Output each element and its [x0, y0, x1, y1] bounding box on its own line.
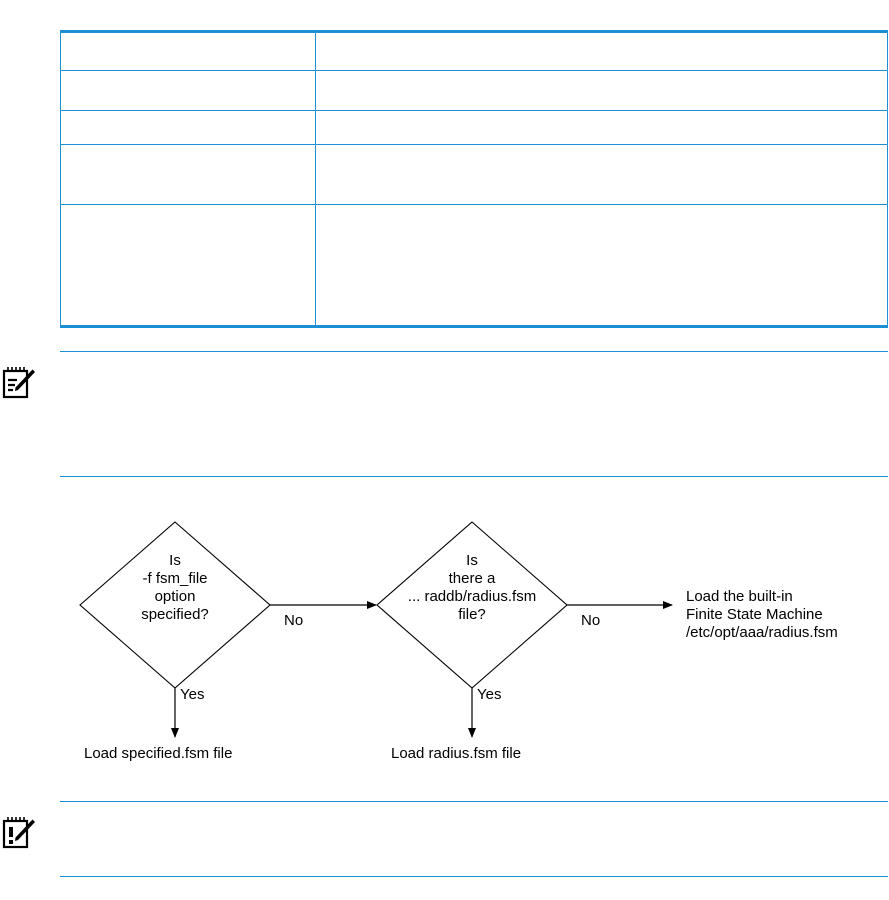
table-row-divider [60, 204, 888, 205]
table-column-divider [315, 30, 316, 328]
result-builtin-line: Load the built-in [686, 588, 793, 605]
decision-1-line: -f fsm_file [142, 570, 208, 587]
decision-2-line: ... raddb/radius.fsm [407, 588, 537, 605]
table-top-border [60, 30, 888, 33]
decision-1-line: Is [169, 552, 181, 569]
note-pencil-icon [2, 364, 38, 405]
note-bottom-rule [60, 476, 888, 477]
no-label-2: No [581, 612, 601, 629]
fsm-loading-flowchart: Is -f fsm_file option specified? Is ther… [0, 500, 889, 790]
no-label-1: No [284, 612, 304, 629]
yes-label-2: Yes [477, 686, 502, 703]
decision-1-line: specified? [141, 606, 209, 623]
table-header-divider [60, 70, 888, 71]
table-bottom-border [60, 325, 888, 328]
table-left-border [60, 30, 61, 328]
result-builtin-line: /etc/opt/aaa/radius.fsm [686, 624, 838, 641]
result-builtin-line: Finite State Machine [686, 606, 823, 623]
important-top-rule [60, 801, 888, 802]
note-top-rule [60, 351, 888, 352]
table-right-border [887, 30, 888, 328]
decision-2-line: file? [458, 606, 486, 623]
parameter-table [60, 30, 888, 328]
important-pencil-icon [2, 814, 38, 855]
result-radius-fsm: Load radius.fsm file [391, 745, 522, 762]
result-specified-fsm: Load specified.fsm file [84, 745, 233, 762]
decision-1-line: option [154, 588, 196, 605]
table-row-divider [60, 144, 888, 145]
decision-2-line: Is [466, 552, 478, 569]
flowchart-shapes [79, 521, 673, 738]
decision-diamond-2 [376, 521, 568, 689]
decision-2-line: there a [448, 570, 496, 587]
important-bottom-rule [60, 876, 888, 877]
table-row-divider [60, 110, 888, 111]
decision-diamond-1 [79, 521, 271, 689]
yes-label-1: Yes [180, 686, 205, 703]
